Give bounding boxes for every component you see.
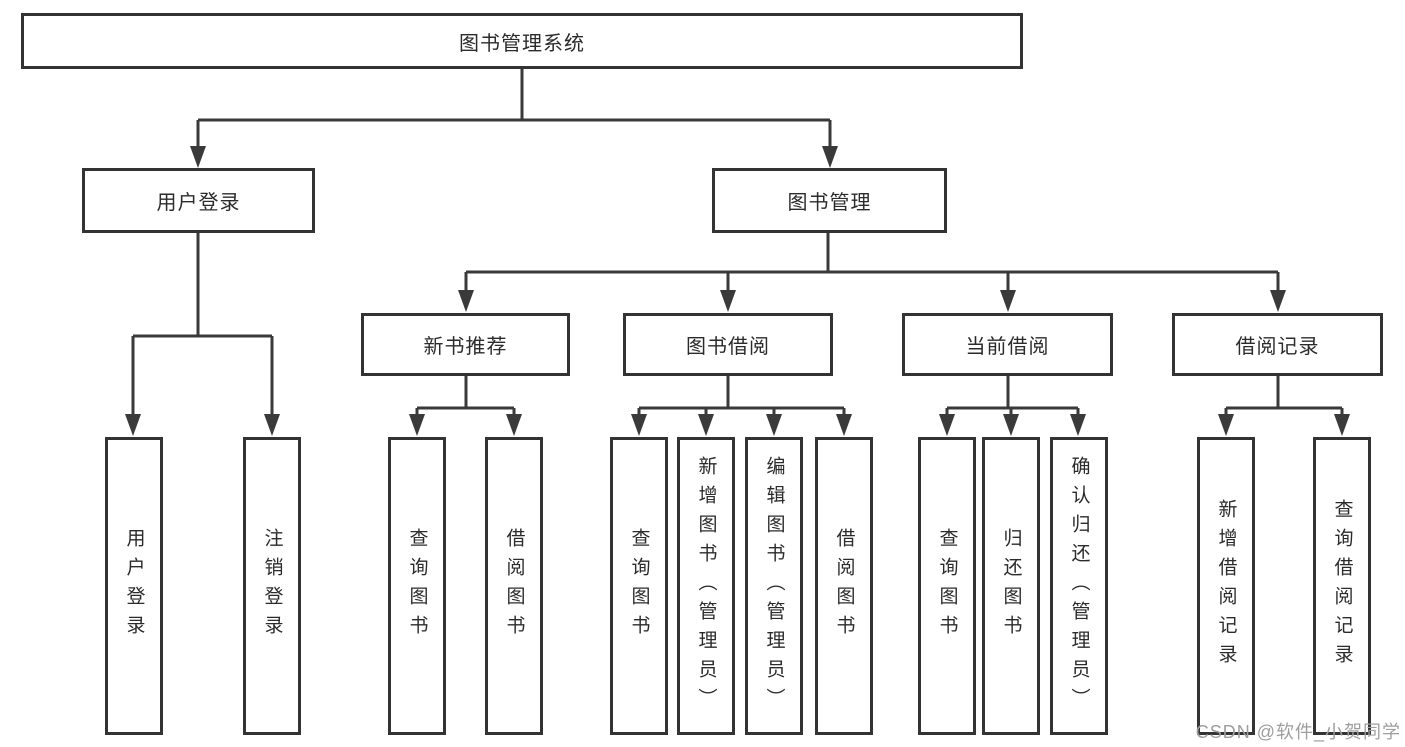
node-label: 新增图书（管理员）	[695, 455, 717, 717]
leaf-query-books-current: 查询图书	[918, 437, 976, 735]
leaf-return-book: 归还图书	[982, 437, 1040, 735]
node-label: 编辑图书（管理员）	[763, 455, 785, 717]
leaf-add-book-admin: 新增图书（管理员）	[677, 437, 735, 735]
leaf-query-books-recommend: 查询图书	[388, 437, 446, 735]
node-label: 查询图书	[936, 528, 958, 644]
leaf-query-books-borrow: 查询图书	[610, 437, 668, 735]
node-label: 新增借阅记录	[1215, 499, 1237, 673]
node-label: 归还图书	[1000, 528, 1022, 644]
node-label: 查询图书	[406, 528, 428, 644]
node-library-system: 图书管理系统	[21, 13, 1023, 69]
node-label: 注销登录	[261, 528, 283, 644]
csdn-watermark: CSDN @软件_小贺同学	[1195, 722, 1401, 742]
leaf-borrow-books-recommend: 借阅图书	[485, 437, 543, 735]
leaf-edit-book-admin: 编辑图书（管理员）	[745, 437, 803, 735]
leaf-user-login: 用户登录	[105, 437, 163, 735]
node-label: 用户登录	[156, 192, 241, 214]
node-book-borrow: 图书借阅	[623, 313, 833, 376]
leaf-logout: 注销登录	[243, 437, 301, 735]
node-label: 新书推荐	[423, 336, 508, 358]
node-new-book-recommend: 新书推荐	[361, 313, 570, 376]
node-label: 借阅记录	[1235, 336, 1320, 358]
node-label: 查询图书	[628, 528, 650, 644]
node-label: 用户登录	[123, 528, 145, 644]
node-label: 图书管理	[787, 192, 872, 214]
leaf-borrow-books: 借阅图书	[815, 437, 873, 735]
leaf-query-borrow-record: 查询借阅记录	[1313, 437, 1371, 735]
node-label: 借阅图书	[833, 528, 855, 644]
node-label: 查询借阅记录	[1331, 499, 1353, 673]
leaf-confirm-return-admin: 确认归还（管理员）	[1050, 437, 1108, 735]
node-book-management: 图书管理	[712, 168, 947, 233]
node-user-login: 用户登录	[82, 168, 315, 233]
node-label: 确认归还（管理员）	[1068, 455, 1090, 717]
arrowheads	[125, 146, 1350, 436]
node-label: 图书管理系统	[459, 32, 585, 55]
node-label: 当前借阅	[965, 336, 1050, 358]
node-current-borrow: 当前借阅	[902, 313, 1113, 376]
leaf-add-borrow-record: 新增借阅记录	[1197, 437, 1255, 735]
node-label: 借阅图书	[503, 528, 525, 644]
node-borrow-records: 借阅记录	[1172, 313, 1383, 376]
node-label: 图书借阅	[686, 336, 770, 358]
